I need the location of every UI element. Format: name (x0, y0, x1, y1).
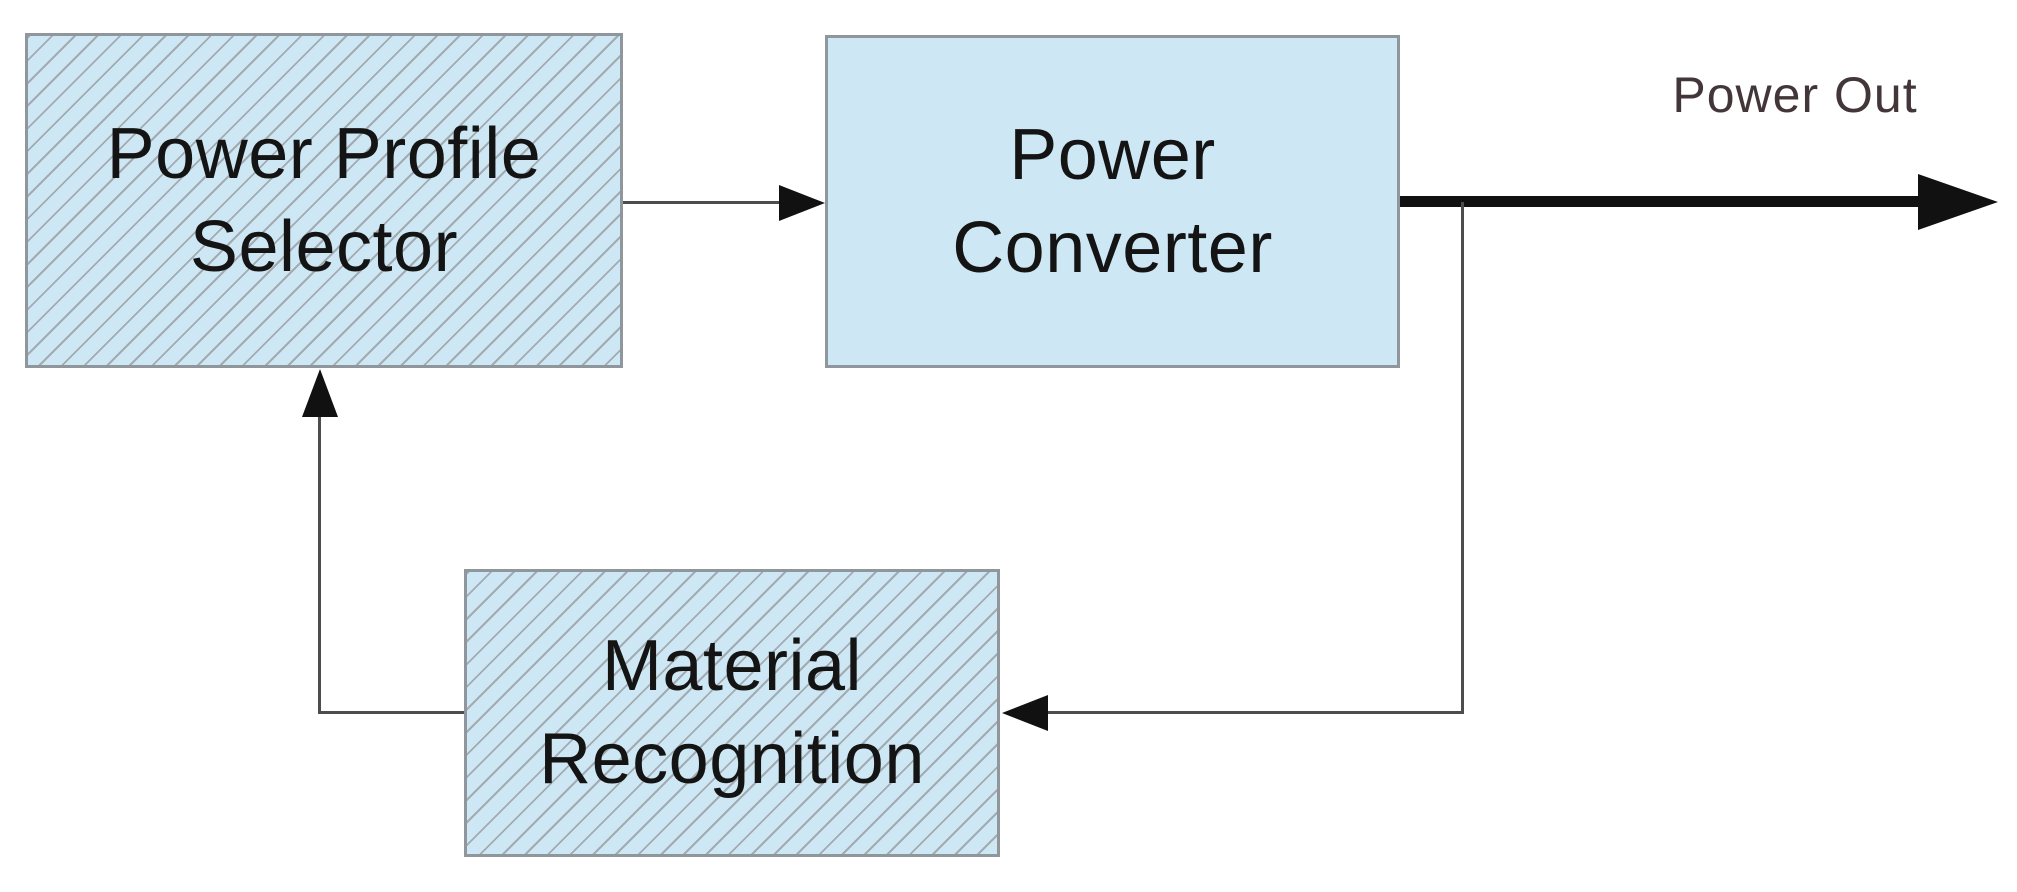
arrowhead-up-icon (302, 369, 338, 417)
connector-selector-to-converter (623, 201, 781, 204)
block-power-profile-selector-label: Power Profile Selector (106, 113, 542, 287)
connector-output-down-segment (1461, 202, 1464, 714)
arrowhead-left-icon (1002, 695, 1048, 731)
arrowhead-right-icon (779, 185, 825, 221)
power-out-label: Power Out (1672, 67, 1918, 123)
connector-power-out (1400, 196, 1922, 207)
block-power-converter: Power Converter (825, 35, 1400, 368)
connector-output-to-recognition-segment (1048, 711, 1463, 714)
block-power-converter-label: Power Converter (952, 114, 1273, 288)
arrowhead-power-out-icon (1918, 174, 1998, 230)
block-material-recognition-label: Material Recognition (539, 626, 925, 799)
block-material-recognition: Material Recognition (464, 569, 1000, 857)
connector-recognition-left-segment (320, 711, 464, 714)
block-power-profile-selector: Power Profile Selector (25, 33, 623, 368)
connector-recognition-up-segment (318, 415, 321, 714)
